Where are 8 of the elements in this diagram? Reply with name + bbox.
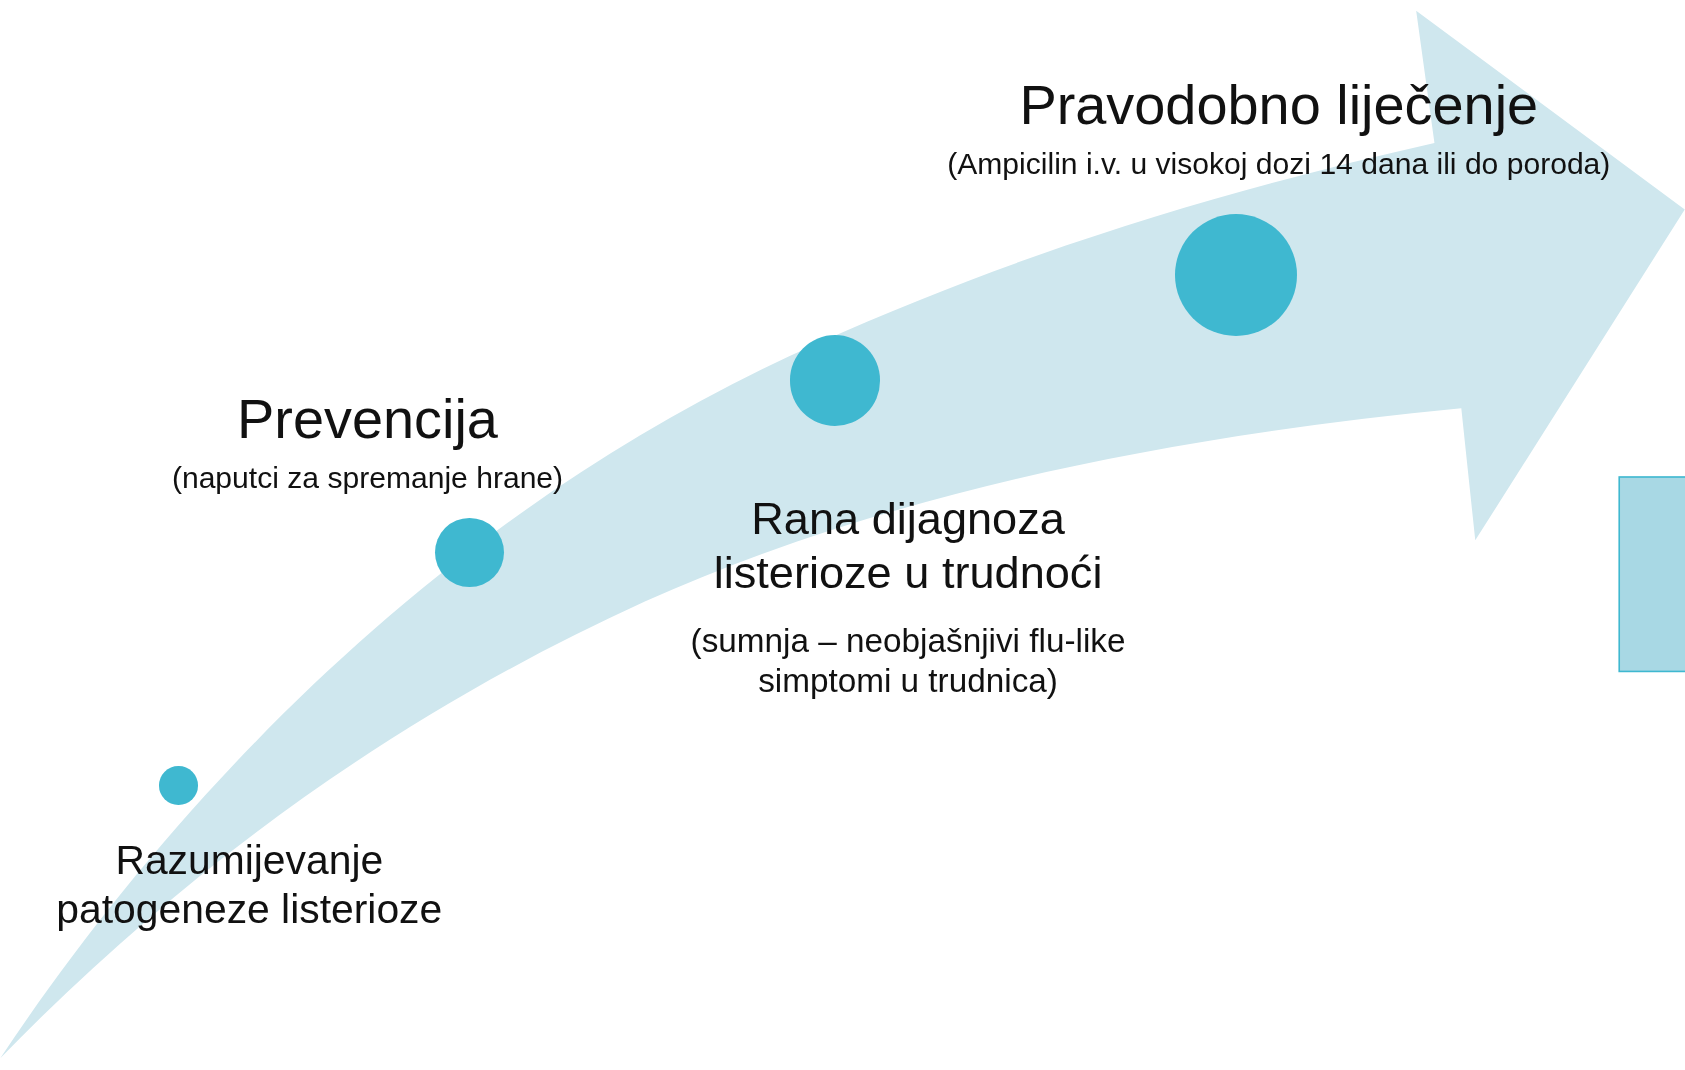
stage-note: (naputci za spremanje hrane) — [170, 459, 565, 496]
dot-marker — [159, 766, 198, 805]
stage-heading: Prevencija — [236, 385, 499, 452]
stage-heading: Pravodobno liječenje — [1018, 71, 1540, 138]
stage-note: (sumnja – neobjašnjivi flu-like simptomi u trudnica) — [689, 621, 1127, 702]
stage-note: (Ampicilin i.v. u visokoj dozi 14 dana ili do poroda) — [946, 146, 1612, 183]
stage-heading: Razumijevanje patogeneze listerioze — [55, 836, 444, 934]
stage-heading: Rana dijagnoza listerioze u trudnoći — [712, 492, 1104, 601]
